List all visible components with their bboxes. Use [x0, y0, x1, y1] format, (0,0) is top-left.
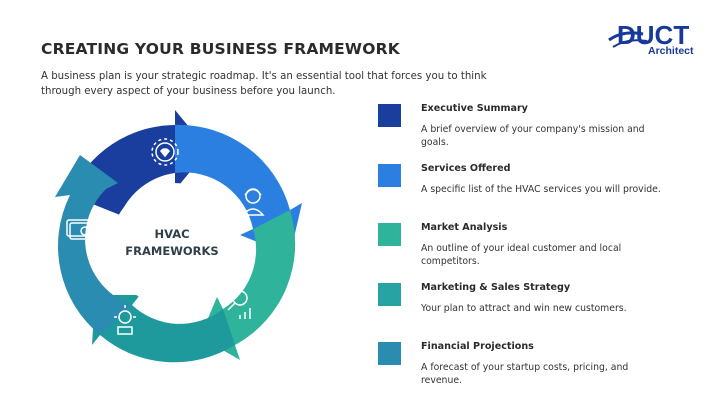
item-description: Your plan to attract and win new custome…	[421, 303, 627, 314]
color-swatch	[378, 164, 401, 187]
color-swatch	[378, 104, 401, 127]
cycle-center-label: HVAC FRAMEWORKS	[112, 226, 232, 260]
item-description: A specific list of the HVAC services you…	[421, 184, 661, 195]
item-title: Marketing & Sales Strategy	[421, 282, 571, 293]
duct-architect-logo: DUCT	[608, 20, 689, 50]
logo-subtitle: Architect	[648, 45, 694, 57]
item-title: Market Analysis	[421, 222, 508, 233]
color-swatch	[378, 223, 401, 246]
color-swatch	[378, 283, 401, 306]
framework-cycle-diagram	[55, 110, 302, 363]
item-title: Services Offered	[421, 163, 511, 174]
item-title: Financial Projections	[421, 341, 534, 352]
center-label-line2: FRAMEWORKS	[125, 244, 219, 258]
lightbulb-team-icon	[114, 305, 136, 335]
item-description: A brief overview of your company's missi…	[421, 124, 645, 148]
cycle-segment-5	[55, 155, 132, 335]
money-icon	[66, 219, 101, 240]
gear-heart-icon	[151, 138, 179, 166]
center-label-line1: HVAC	[154, 227, 190, 241]
item-description: An outline of your ideal customer and lo…	[421, 243, 622, 267]
page-title: CREATING YOUR BUSINESS FRAMEWORK	[41, 40, 400, 58]
color-swatch	[378, 342, 401, 365]
item-title: Executive Summary	[421, 103, 528, 114]
support-agent-icon	[241, 188, 265, 216]
item-description: A forecast of your startup costs, pricin…	[421, 362, 629, 386]
intro-paragraph: A business plan is your strategic roadma…	[41, 71, 487, 97]
magnifier-chart-icon	[227, 290, 251, 319]
logo-wordmark: DUCT	[617, 20, 689, 50]
